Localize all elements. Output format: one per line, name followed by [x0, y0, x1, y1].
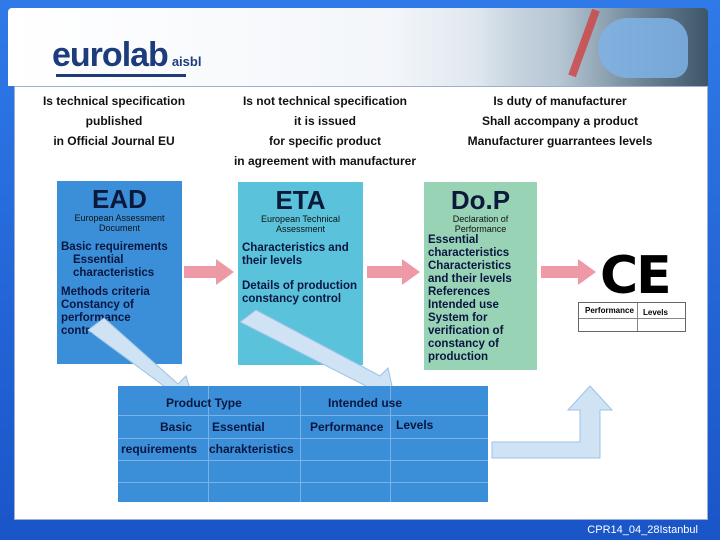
ead-description: Is technical specification published in …	[42, 94, 186, 148]
table-hline	[118, 438, 488, 439]
perf-col-levels: Levels	[643, 308, 668, 317]
table-vline	[390, 386, 391, 502]
logo-underline	[56, 74, 186, 77]
perf-vdivider	[637, 303, 638, 331]
table-cell-basic: Basic	[160, 420, 193, 434]
table-vline	[208, 386, 209, 502]
ce-performance-table: Performance Levels	[578, 302, 686, 332]
eta-description: Is not technical specification it is iss…	[233, 94, 417, 168]
test-tube-image	[568, 8, 600, 78]
table-cell-charakteristics: charakteristics	[209, 442, 294, 456]
eta-box: ETA European Technical Assessment Charac…	[238, 182, 363, 365]
table-header-intended-use: Intended use	[328, 396, 403, 410]
perf-divider	[579, 318, 685, 319]
table-cell-essential: Essential	[212, 420, 265, 434]
perf-col-performance: Performance	[585, 306, 634, 315]
table-cell-levels: Levels	[396, 418, 434, 432]
table-vline	[300, 386, 301, 502]
table-header-product-type: Product Type	[166, 396, 242, 410]
table-cell-performance: Performance	[310, 420, 384, 434]
ead-box: EAD European Assessment Document Basic r…	[57, 181, 182, 364]
dop-box: Do.P Declaration of Performance Essentia…	[424, 182, 537, 370]
dop-description: Is duty of manufacturer Shall accompany …	[467, 94, 653, 148]
table-hline	[118, 415, 488, 416]
table-cell-requirements: requirements	[121, 442, 198, 456]
product-table: Product Type Intended use Basic Essentia…	[118, 386, 488, 502]
table-hline	[118, 482, 488, 483]
gloved-hand-image	[598, 18, 688, 78]
footer-label: CPR14_04_28Istanbul	[587, 524, 698, 536]
lab-photo	[478, 8, 708, 86]
ce-mark: CE	[600, 246, 672, 306]
table-hline	[118, 460, 488, 461]
